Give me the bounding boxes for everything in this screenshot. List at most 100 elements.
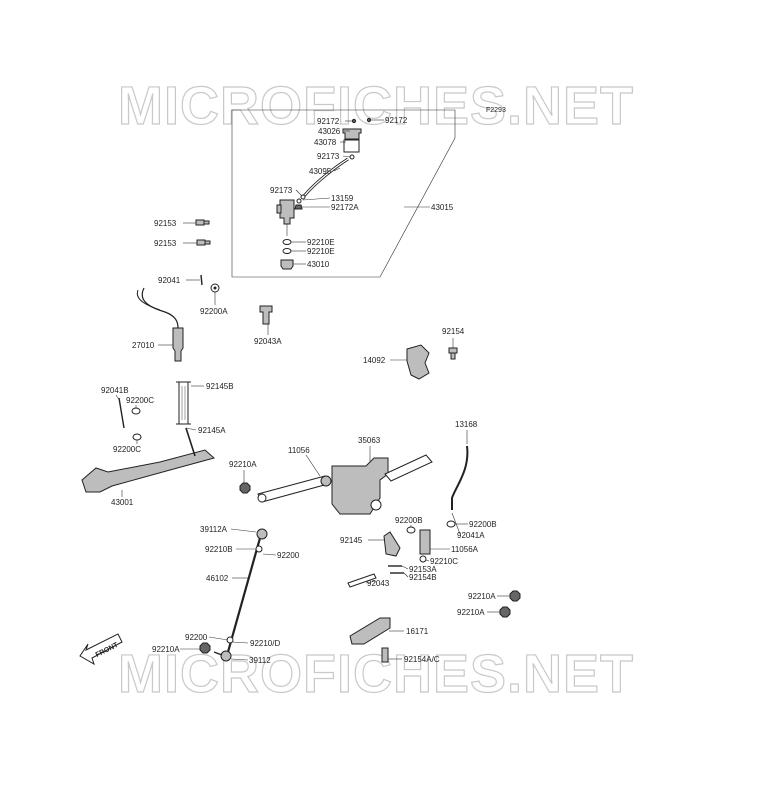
part-92145-spring (383, 531, 401, 557)
part-92210B (255, 545, 263, 553)
callout-92154AC: 92154A/C (404, 655, 440, 664)
part-13168-rod (451, 445, 469, 510)
callout-92145A: 92145A (198, 426, 226, 435)
part-13159 (296, 198, 302, 204)
part-92154A-bolt (381, 647, 389, 663)
part-92210E-upper (282, 239, 292, 245)
part-92041-pin (200, 274, 203, 286)
callout-92043: 92043 (367, 579, 390, 588)
part-43078-reservoir (343, 139, 360, 153)
watermark-top: MICROFICHES.NET (118, 76, 634, 136)
callout-92041A: 92041A (457, 531, 485, 540)
part-92210A-nut-1 (239, 482, 251, 494)
callout-27010: 27010 (132, 341, 155, 350)
watermark-bottom: MICROFICHES.NET (118, 644, 634, 704)
callout-92210B: 92210B (205, 545, 233, 554)
callout-92153-upper: 92153 (154, 219, 177, 228)
callout-92041B: 92041B (101, 386, 129, 395)
part-16171-plate (349, 617, 391, 645)
callout-16171: 16171 (406, 627, 429, 636)
leader-lines (115, 119, 510, 661)
callout-39112A: 39112A (200, 525, 228, 534)
callout-92210A-2: 92210A (468, 592, 496, 601)
callout-14092: 14092 (363, 356, 386, 365)
callout-92200C-upper: 92200C (126, 396, 154, 405)
callout-92172-right: 92172 (385, 116, 408, 125)
callout-labels: 92172 92172 43026 43078 92173 43095 9217… (101, 116, 497, 665)
part-92153-lower (196, 239, 211, 246)
callout-92200-upper: 92200 (277, 551, 300, 560)
callout-39112: 39112 (249, 656, 271, 665)
part-92172A (294, 204, 303, 210)
callout-92210A-1: 92210A (229, 460, 257, 469)
callout-92153A: 92153A (409, 565, 437, 574)
callout-92210C: 92210C (430, 557, 458, 566)
part-92200B-center (406, 526, 416, 534)
master-cylinder-group-box (231, 109, 456, 278)
part-43015-master-cylinder (279, 199, 295, 225)
part-39112A-rod-end (256, 528, 268, 540)
callout-43001: 43001 (111, 498, 134, 507)
part-92210C (419, 555, 427, 563)
part-92210A-nut-3 (499, 606, 511, 618)
part-92043A (259, 305, 273, 325)
callout-92210E-lower: 92210E (307, 247, 335, 256)
callout-92172-left: 92172 (317, 117, 340, 126)
part-92153-upper (195, 219, 210, 226)
part-92145B-spring (176, 381, 191, 425)
callout-43015: 43015 (431, 203, 454, 212)
part-11056-arm (257, 475, 329, 503)
callout-92173-lower: 92173 (270, 186, 293, 195)
part-92210E-lower (282, 248, 292, 254)
callout-92200B-center: 92200B (395, 516, 423, 525)
part-92200C-upper (131, 407, 141, 415)
figure-code: F2293 (486, 107, 506, 114)
callout-43026: 43026 (318, 127, 341, 136)
part-11056A (419, 529, 431, 555)
part-27010-switch (172, 327, 184, 362)
part-14092-cap (406, 344, 430, 380)
callout-46102: 46102 (206, 574, 229, 583)
part-43095-hose (302, 157, 349, 197)
callout-92173-upper: 92173 (317, 152, 340, 161)
part-27010-wire (141, 287, 179, 329)
callout-92200A: 92200A (200, 307, 228, 316)
callout-92172A: 92172A (331, 203, 359, 212)
callout-11056A: 11056A (451, 545, 479, 554)
part-92210A-nut-2 (509, 590, 521, 602)
part-92172-right (366, 117, 372, 123)
part-92200B-right (446, 520, 456, 528)
callout-92041: 92041 (158, 276, 181, 285)
callout-43095: 43095 (309, 167, 332, 176)
part-43026-cap (342, 128, 362, 140)
part-92172-left (351, 118, 357, 124)
master-cylinder-parts (276, 117, 372, 270)
callout-43010: 43010 (307, 260, 330, 269)
callout-13168: 13168 (455, 420, 478, 429)
callout-13159: 13159 (331, 194, 354, 203)
part-92043-pin (347, 573, 377, 588)
callout-92210A-3: 92210A (457, 608, 485, 617)
callout-92200C-lower: 92200C (113, 445, 141, 454)
part-43010-clevis (280, 259, 294, 270)
part-92041B-pin (118, 397, 125, 429)
part-92210A-nut-4 (199, 642, 211, 654)
callout-92154B: 92154B (409, 573, 437, 582)
part-92154 (448, 347, 458, 360)
callout-92200B-right: 92200B (469, 520, 497, 529)
part-39112-rod-end (220, 650, 232, 662)
callout-43078: 43078 (314, 138, 337, 147)
callout-92154: 92154 (442, 327, 465, 336)
callout-92210E-upper: 92210E (307, 238, 335, 247)
part-92200C-lower (132, 433, 142, 441)
callout-92145B: 92145B (206, 382, 234, 391)
callout-35063: 35063 (358, 436, 381, 445)
callout-92153-lower: 92153 (154, 239, 177, 248)
callout-11056: 11056 (288, 446, 310, 455)
part-43001-brake-pedal (81, 449, 216, 493)
part-46102-rod (226, 537, 262, 653)
front-arrow: FRONT (79, 633, 123, 666)
part-92173-clamp (349, 154, 355, 160)
